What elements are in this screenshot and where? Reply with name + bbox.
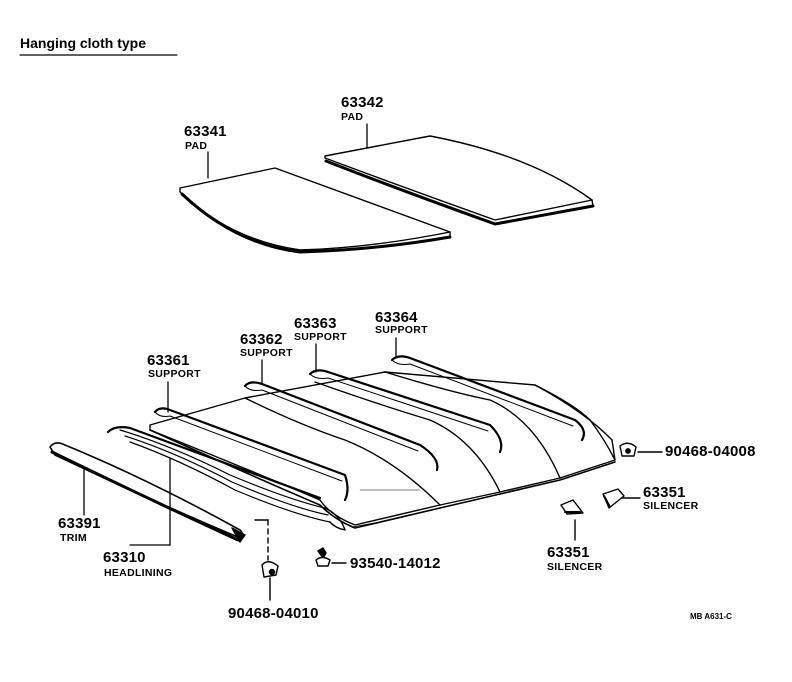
trim-number: 63391 <box>58 515 101 532</box>
pad-right-drawing <box>324 135 595 226</box>
diagram-reference: MB A631-C <box>690 612 732 621</box>
headlining-number: 63310 <box>103 549 146 566</box>
silencer-right-number: 63351 <box>643 484 686 501</box>
pad-left-drawing <box>179 167 452 254</box>
support-2-number: 63362 <box>240 331 283 348</box>
clip-rear-number: 90468-04008 <box>665 443 756 460</box>
support-1-name: SUPPORT <box>148 368 201 380</box>
silencer-right-drawing <box>602 488 641 509</box>
pad-right-name: PAD <box>341 111 364 123</box>
pad-right-number: 63342 <box>341 94 384 111</box>
pad-left-number: 63341 <box>184 123 227 140</box>
support-2-name: SUPPORT <box>240 347 293 359</box>
support-1-number: 63361 <box>147 352 190 369</box>
trim-drawing <box>49 442 246 543</box>
support-3-number: 63363 <box>294 315 337 332</box>
silencer-right-name: SILENCER <box>643 500 699 512</box>
silencer-left-drawing <box>560 499 584 541</box>
support-3-name: SUPPORT <box>294 331 347 343</box>
clip-rear-drawing <box>619 442 663 457</box>
pad-left-name: PAD <box>185 140 208 152</box>
clip-front-drawing <box>254 519 279 601</box>
silencer-left-name: SILENCER <box>547 561 603 573</box>
support-4-name: SUPPORT <box>375 324 428 336</box>
headlining-drawing <box>119 371 616 531</box>
clip-front-number: 90468-04010 <box>228 605 319 622</box>
leader-lines <box>83 123 397 546</box>
trim-name: TRIM <box>60 532 87 544</box>
page-title: Hanging cloth type <box>20 35 146 51</box>
headlining-name: HEADLINING <box>104 567 173 579</box>
support-4-number: 63364 <box>375 309 418 326</box>
screw-number: 93540-14012 <box>350 555 441 572</box>
screw-drawing <box>315 547 347 567</box>
silencer-left-number: 63351 <box>547 544 590 561</box>
